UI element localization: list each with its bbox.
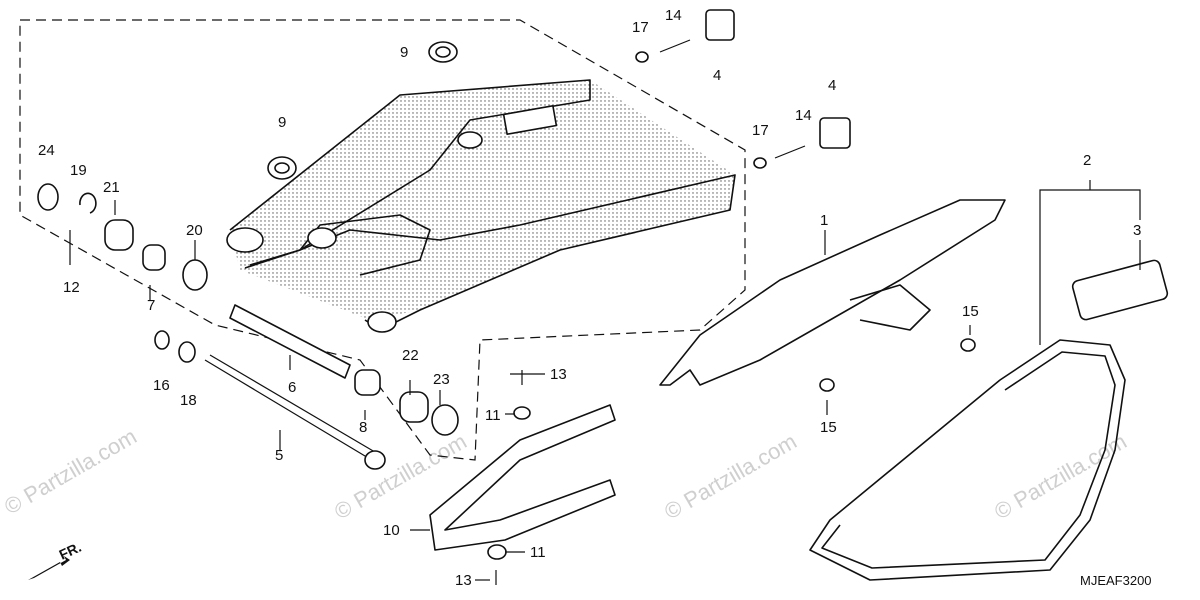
leader-lines bbox=[69, 180, 1141, 581]
callout-8: 8 bbox=[359, 419, 367, 436]
callout-2: 2 bbox=[1083, 152, 1091, 169]
callout-21: 21 bbox=[103, 179, 120, 196]
part-4-top bbox=[705, 9, 735, 41]
callout-19: 19 bbox=[70, 162, 87, 179]
callout-10: 10 bbox=[383, 522, 400, 539]
part-16 bbox=[154, 330, 170, 350]
callout-18: 18 bbox=[180, 392, 197, 409]
callout-11-top: 11 bbox=[485, 407, 501, 424]
part-9-left-inner bbox=[274, 162, 290, 174]
watermark-1: © Partzilla.com bbox=[0, 424, 141, 520]
callout-3: 3 bbox=[1133, 222, 1141, 239]
part-1 bbox=[659, 199, 1006, 386]
part-8 bbox=[354, 369, 381, 396]
swingarm-group-outline bbox=[19, 19, 746, 461]
callout-17-mid: 17 bbox=[752, 122, 769, 139]
swingarm bbox=[226, 79, 736, 333]
part-22 bbox=[399, 391, 429, 423]
callout-13-top: 13 bbox=[550, 366, 567, 383]
callout-11-bottom: 11 bbox=[530, 544, 546, 561]
callout-20: 20 bbox=[186, 222, 203, 239]
part-2 bbox=[809, 339, 1126, 581]
callout-9-left: 9 bbox=[278, 114, 286, 131]
part-19 bbox=[79, 192, 97, 214]
part-15-right bbox=[960, 338, 976, 352]
part-24 bbox=[37, 183, 59, 211]
callout-14-mid: 14 bbox=[795, 107, 812, 124]
watermark-3: © Partzilla.com bbox=[660, 429, 801, 525]
part-10 bbox=[429, 404, 616, 551]
callout-1: 1 bbox=[820, 212, 828, 229]
part-23 bbox=[431, 404, 459, 436]
part-14-top bbox=[659, 39, 691, 53]
callout-4-mid: 4 bbox=[828, 77, 836, 94]
callout-17-top: 17 bbox=[632, 19, 649, 36]
callout-16: 16 bbox=[153, 377, 170, 394]
part-14-mid bbox=[774, 145, 806, 159]
callout-4-top: 4 bbox=[713, 67, 721, 84]
callout-5: 5 bbox=[275, 447, 283, 464]
part-11-bottom bbox=[487, 544, 507, 560]
front-indicator: FR. bbox=[28, 539, 84, 580]
part-9-top-inner bbox=[435, 46, 451, 58]
part-5 bbox=[204, 359, 376, 463]
part-15-left bbox=[819, 378, 835, 392]
callout-23: 23 bbox=[433, 371, 450, 388]
part-6 bbox=[229, 304, 351, 379]
callout-24: 24 bbox=[38, 142, 55, 159]
part-21 bbox=[104, 219, 134, 251]
callout-13-bottom: 13 bbox=[455, 572, 472, 589]
callout-15-left: 15 bbox=[820, 419, 837, 436]
part-20 bbox=[182, 259, 208, 291]
callout-15-right: 15 bbox=[962, 303, 979, 320]
part-17-top bbox=[635, 51, 649, 63]
front-indicator-label: FR. bbox=[57, 539, 84, 563]
callout-12: 12 bbox=[63, 279, 80, 296]
callout-9-top: 9 bbox=[400, 44, 408, 61]
part-3 bbox=[1071, 259, 1169, 321]
part-4-mid bbox=[819, 117, 851, 149]
part-11-top bbox=[513, 406, 531, 420]
callout-group: 1 2 3 4 4 5 6 7 8 9 9 10 11 11 12 13 13 … bbox=[38, 7, 1141, 589]
callout-22: 22 bbox=[402, 347, 419, 364]
part-7-left bbox=[142, 244, 166, 271]
part-17-mid bbox=[753, 157, 767, 169]
watermark-4: © Partzilla.com bbox=[990, 429, 1131, 525]
callout-14-top: 14 bbox=[665, 7, 682, 24]
diagram-code: MJEAF3200 bbox=[1080, 573, 1152, 588]
part-18 bbox=[178, 341, 196, 363]
callout-6: 6 bbox=[288, 379, 296, 396]
callout-7: 7 bbox=[147, 297, 155, 314]
